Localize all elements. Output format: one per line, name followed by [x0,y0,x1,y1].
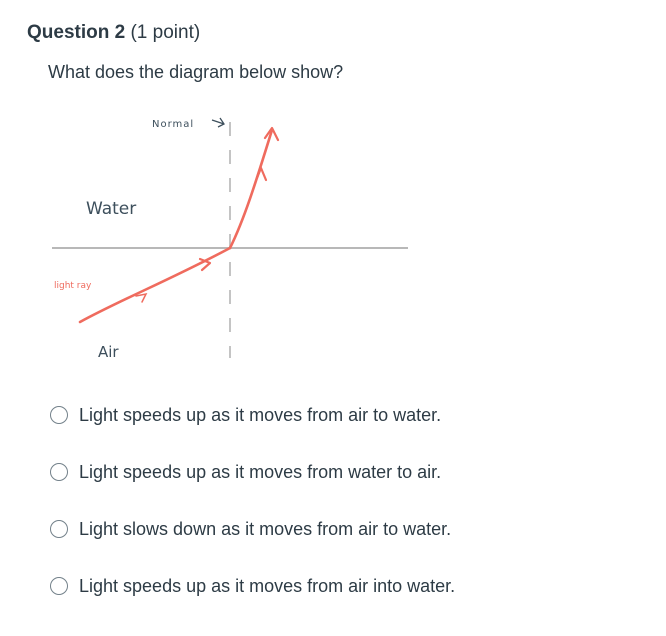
question-prompt: What does the diagram below show? [48,62,344,82]
air-label: Air [98,343,119,361]
question-header: Question 2 (1 point) [27,22,200,44]
normal-label-arrow [211,117,225,128]
ray-arrowhead-tip [263,126,280,142]
light-ray-air [78,246,232,324]
answer-label: Light speeds up as it moves from water t… [79,461,442,482]
radio-button[interactable] [50,577,68,595]
answer-option-2[interactable]: Light speeds up as it moves from water t… [50,457,455,487]
refraction-diagram-svg: Normal Water light ray Air [52,117,408,361]
radio-button[interactable] [50,520,68,538]
light-ray-label-arrow [135,292,148,303]
answer-list: Light speeds up as it moves from air to … [50,400,455,628]
normal-label: Normal [152,119,194,130]
question-title: Question 2 [27,22,126,43]
answer-label: Light speeds up as it moves from air int… [79,575,456,596]
light-ray-water [228,128,274,250]
question-points: (1 point) [130,22,201,43]
answer-option-4[interactable]: Light speeds up as it moves from air int… [50,571,455,601]
water-label: Water [86,199,136,219]
ray-arrowhead-water [255,166,268,182]
radio-button[interactable] [50,406,68,424]
answer-label: Light slows down as it moves from air to… [79,518,452,539]
radio-button[interactable] [50,463,68,481]
light-ray-label: light ray [54,281,92,291]
ray-arrowhead-air [198,257,212,272]
answer-option-3[interactable]: Light slows down as it moves from air to… [50,514,455,544]
refraction-diagram: Normal Water light ray Air [40,100,420,370]
answer-label: Light speeds up as it moves from air to … [79,404,442,425]
answer-option-1[interactable]: Light speeds up as it moves from air to … [50,400,455,430]
